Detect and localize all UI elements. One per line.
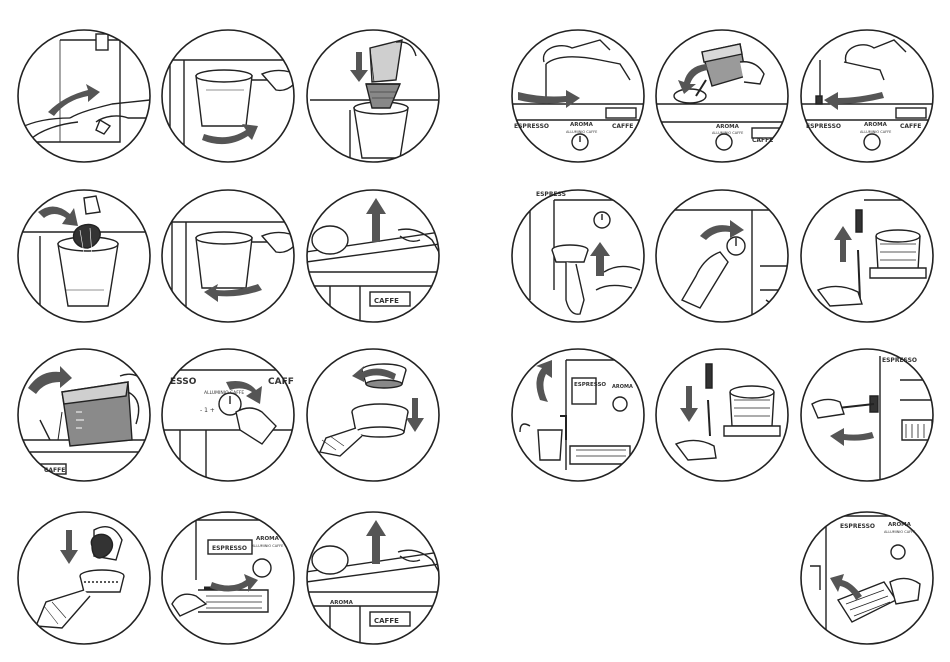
arrow-icon [366,520,386,564]
arrow-icon [834,226,852,262]
arrow-icon [406,398,424,432]
step-18-panel [801,190,936,322]
aroma-label: AROMA [612,384,633,390]
arrow-icon [824,92,884,110]
step-16-panel: ESPRESS [512,190,644,322]
aroma-label: AROMA [256,536,280,542]
step-21-panel: ESPRESSO [801,349,936,481]
aroma-sub-label: ALLUMINIO CAFFE [252,544,283,548]
caff-label: CAFF [268,377,294,387]
arrow-icon [830,428,874,446]
step-08-panel: ESSO CAFF ALLUMINIO CAFFE - 1 + [162,349,294,481]
espresso-label: ESPRESSO [574,382,606,388]
step-10-panel [18,512,150,644]
espresso-label: ESPRESSO [840,523,875,530]
arrow-icon [202,124,258,144]
step-22-panel: ESPRESSO AROMA ALLUMINIO CAFFE [801,512,936,644]
caffe-label: CAFFE [612,123,633,130]
arrow-icon [536,360,552,402]
step-20-panel [656,349,788,481]
arrow-icon [60,530,78,564]
caffe-label: CAFFE [374,297,399,305]
aroma-sub-label: ALLUMINIO CAFFE [566,130,597,134]
step-09-panel [307,349,439,481]
espresso-label: ESPRESSO [806,123,841,130]
aroma-sub-label: ALLUMINIO CAFFE [204,390,244,396]
step-15-panel: ESPRESSO AROMA ALLUMINIO CAFFE CAFFE [801,30,936,162]
aroma-label: AROMA [330,600,354,606]
arrow-icon [38,206,78,226]
arrow-icon [350,52,368,82]
step-13-panel: ESPRESSO AROMA ALLUMINIO CAFFE CAFFE [512,30,646,162]
aroma-label: AROMA [716,124,740,130]
aroma-sub-label: ALLUMINIO CAFFE [860,130,891,134]
step-17-panel [656,190,790,322]
caffe-label: CAFFE [374,617,399,625]
step-05-panel [162,190,294,322]
aroma-label: AROMA [864,122,888,128]
step-04-panel [18,190,150,322]
step-19-panel: ESPRESSO AROMA [512,349,646,481]
arrow-icon [680,386,698,422]
step-11-panel: ESPRESSO AROMA ALLUMINIO CAFFE [162,512,294,644]
marks-label: - 1 + [200,407,215,414]
step-14-panel: AROMA ALLUMINIO CAFFE CAFFE [656,30,790,162]
caffe-label: CAFFE [900,123,921,130]
step-01-panel [18,30,150,162]
step-03-panel [307,30,440,162]
aroma-label: AROMA [570,122,594,128]
step-06-panel: CAFFE [306,190,440,330]
esso-label: ESSO [170,377,197,387]
arrow-icon [830,574,862,600]
step-12-panel: AROMA CAFFE [306,512,440,650]
step-02-panel [162,30,294,162]
arrow-icon [366,198,386,242]
aroma-sub-label: ALLUMINIO CAFFE [712,131,743,135]
arrow-icon [48,84,100,116]
arrow-icon [518,90,580,108]
espresso-label: ESPRESSO [212,545,247,552]
step-07-panel: CAFFE [18,349,150,481]
aroma-sub-label: ALLUMINIO CAFFE [884,530,915,534]
